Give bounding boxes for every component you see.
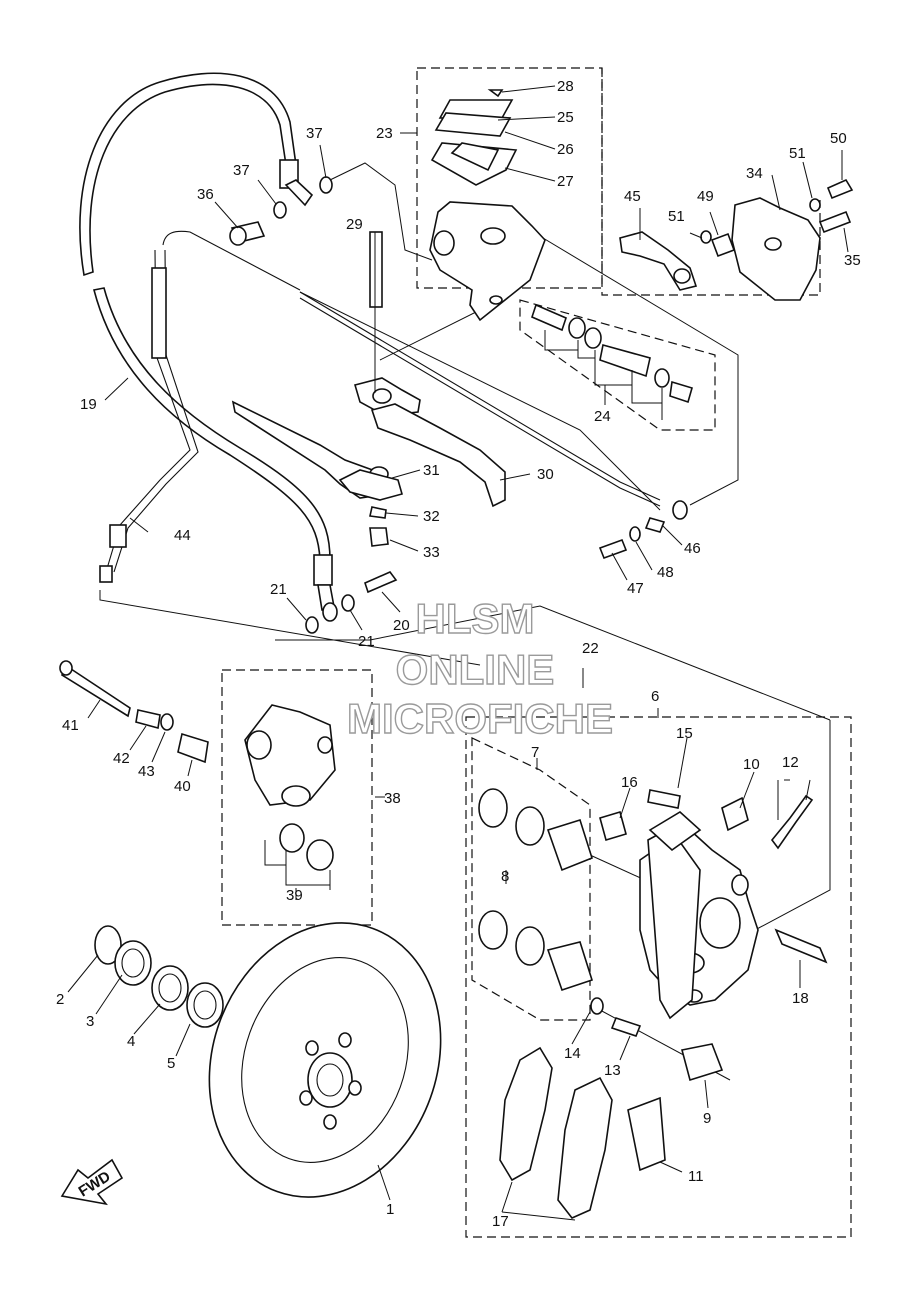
part-label-29: 29	[346, 216, 363, 233]
part-number-labels: 28 25 26 27 23 37 37 36 29 45 51 49 34 5…	[56, 78, 861, 1230]
part-label-38: 38	[384, 790, 401, 807]
part-label-6: 6	[651, 688, 659, 705]
brake-cable	[299, 291, 688, 560]
part-label-4: 4	[127, 1033, 135, 1050]
brake-hose	[79, 72, 338, 622]
part-label-14: 14	[564, 1045, 581, 1062]
watermark-line-2: ONLINE	[396, 646, 555, 693]
part-label-24: 24	[594, 408, 611, 425]
part-label-33: 33	[423, 544, 440, 561]
part-label-7: 7	[531, 744, 539, 761]
left-caliper-assembly	[59, 660, 336, 871]
banjo-bolts	[229, 176, 355, 634]
part-label-51a: 51	[789, 145, 806, 162]
part-label-30: 30	[537, 466, 554, 483]
part-label-20: 20	[393, 617, 410, 634]
brake-disc	[208, 922, 442, 1198]
part-label-31: 31	[423, 462, 440, 479]
part-label-45: 45	[624, 188, 641, 205]
fwd-direction-badge: FWD	[60, 1158, 124, 1206]
part-label-37b: 37	[233, 162, 250, 179]
part-label-21b: 21	[358, 633, 375, 650]
part-label-5: 5	[167, 1055, 175, 1072]
part-label-13: 13	[604, 1062, 621, 1079]
part-label-43: 43	[138, 763, 155, 780]
part-label-19: 19	[80, 396, 97, 413]
part-label-2: 2	[56, 991, 64, 1008]
part-label-21a: 21	[270, 581, 287, 598]
part-label-15: 15	[676, 725, 693, 742]
master-cylinder-assembly	[369, 89, 693, 404]
part-label-48: 48	[657, 564, 674, 581]
part-label-17: 17	[492, 1213, 509, 1230]
watermark-line-3: MICROFICHE	[347, 695, 613, 742]
part-label-46: 46	[684, 540, 701, 557]
part-label-8: 8	[501, 868, 509, 885]
watermark: HLSM ONLINE MICROFICHE	[346, 594, 613, 742]
watermark-line-1: HLSM	[416, 595, 535, 642]
part-label-49: 49	[697, 188, 714, 205]
part-label-42: 42	[113, 750, 130, 767]
part-label-11: 11	[688, 1168, 704, 1185]
part-label-39: 39	[286, 887, 303, 904]
part-label-28: 28	[557, 78, 574, 95]
part-label-35: 35	[844, 252, 861, 269]
part-label-25: 25	[557, 109, 574, 126]
part-label-3: 3	[86, 1013, 94, 1030]
part-label-37a: 37	[306, 125, 323, 142]
part-label-26: 26	[557, 141, 574, 158]
right-caliper-assembly	[478, 788, 828, 1082]
brake-lever	[231, 377, 506, 594]
part-label-23: 23	[376, 125, 393, 142]
part-label-50: 50	[830, 130, 847, 147]
part-label-44: 44	[174, 527, 191, 544]
brake-pads	[499, 1046, 666, 1219]
part-label-27: 27	[557, 173, 574, 190]
brake-line	[99, 230, 301, 583]
part-label-12: 12	[782, 754, 799, 771]
leader-lines	[67, 85, 849, 1221]
part-label-16: 16	[621, 774, 638, 791]
part-label-36: 36	[197, 186, 214, 203]
part-label-34: 34	[746, 165, 763, 182]
part-label-32: 32	[423, 508, 440, 525]
part-label-10: 10	[743, 756, 760, 773]
disc-washers	[94, 925, 224, 1028]
part-label-51b: 51	[668, 208, 685, 225]
part-label-9: 9	[703, 1110, 711, 1127]
part-label-1: 1	[386, 1201, 394, 1218]
part-label-41: 41	[62, 717, 79, 734]
part-label-40: 40	[174, 778, 191, 795]
part-label-47: 47	[627, 580, 644, 597]
part-label-18: 18	[792, 990, 809, 1007]
parking-lever	[619, 178, 854, 301]
part-label-22: 22	[582, 640, 599, 657]
